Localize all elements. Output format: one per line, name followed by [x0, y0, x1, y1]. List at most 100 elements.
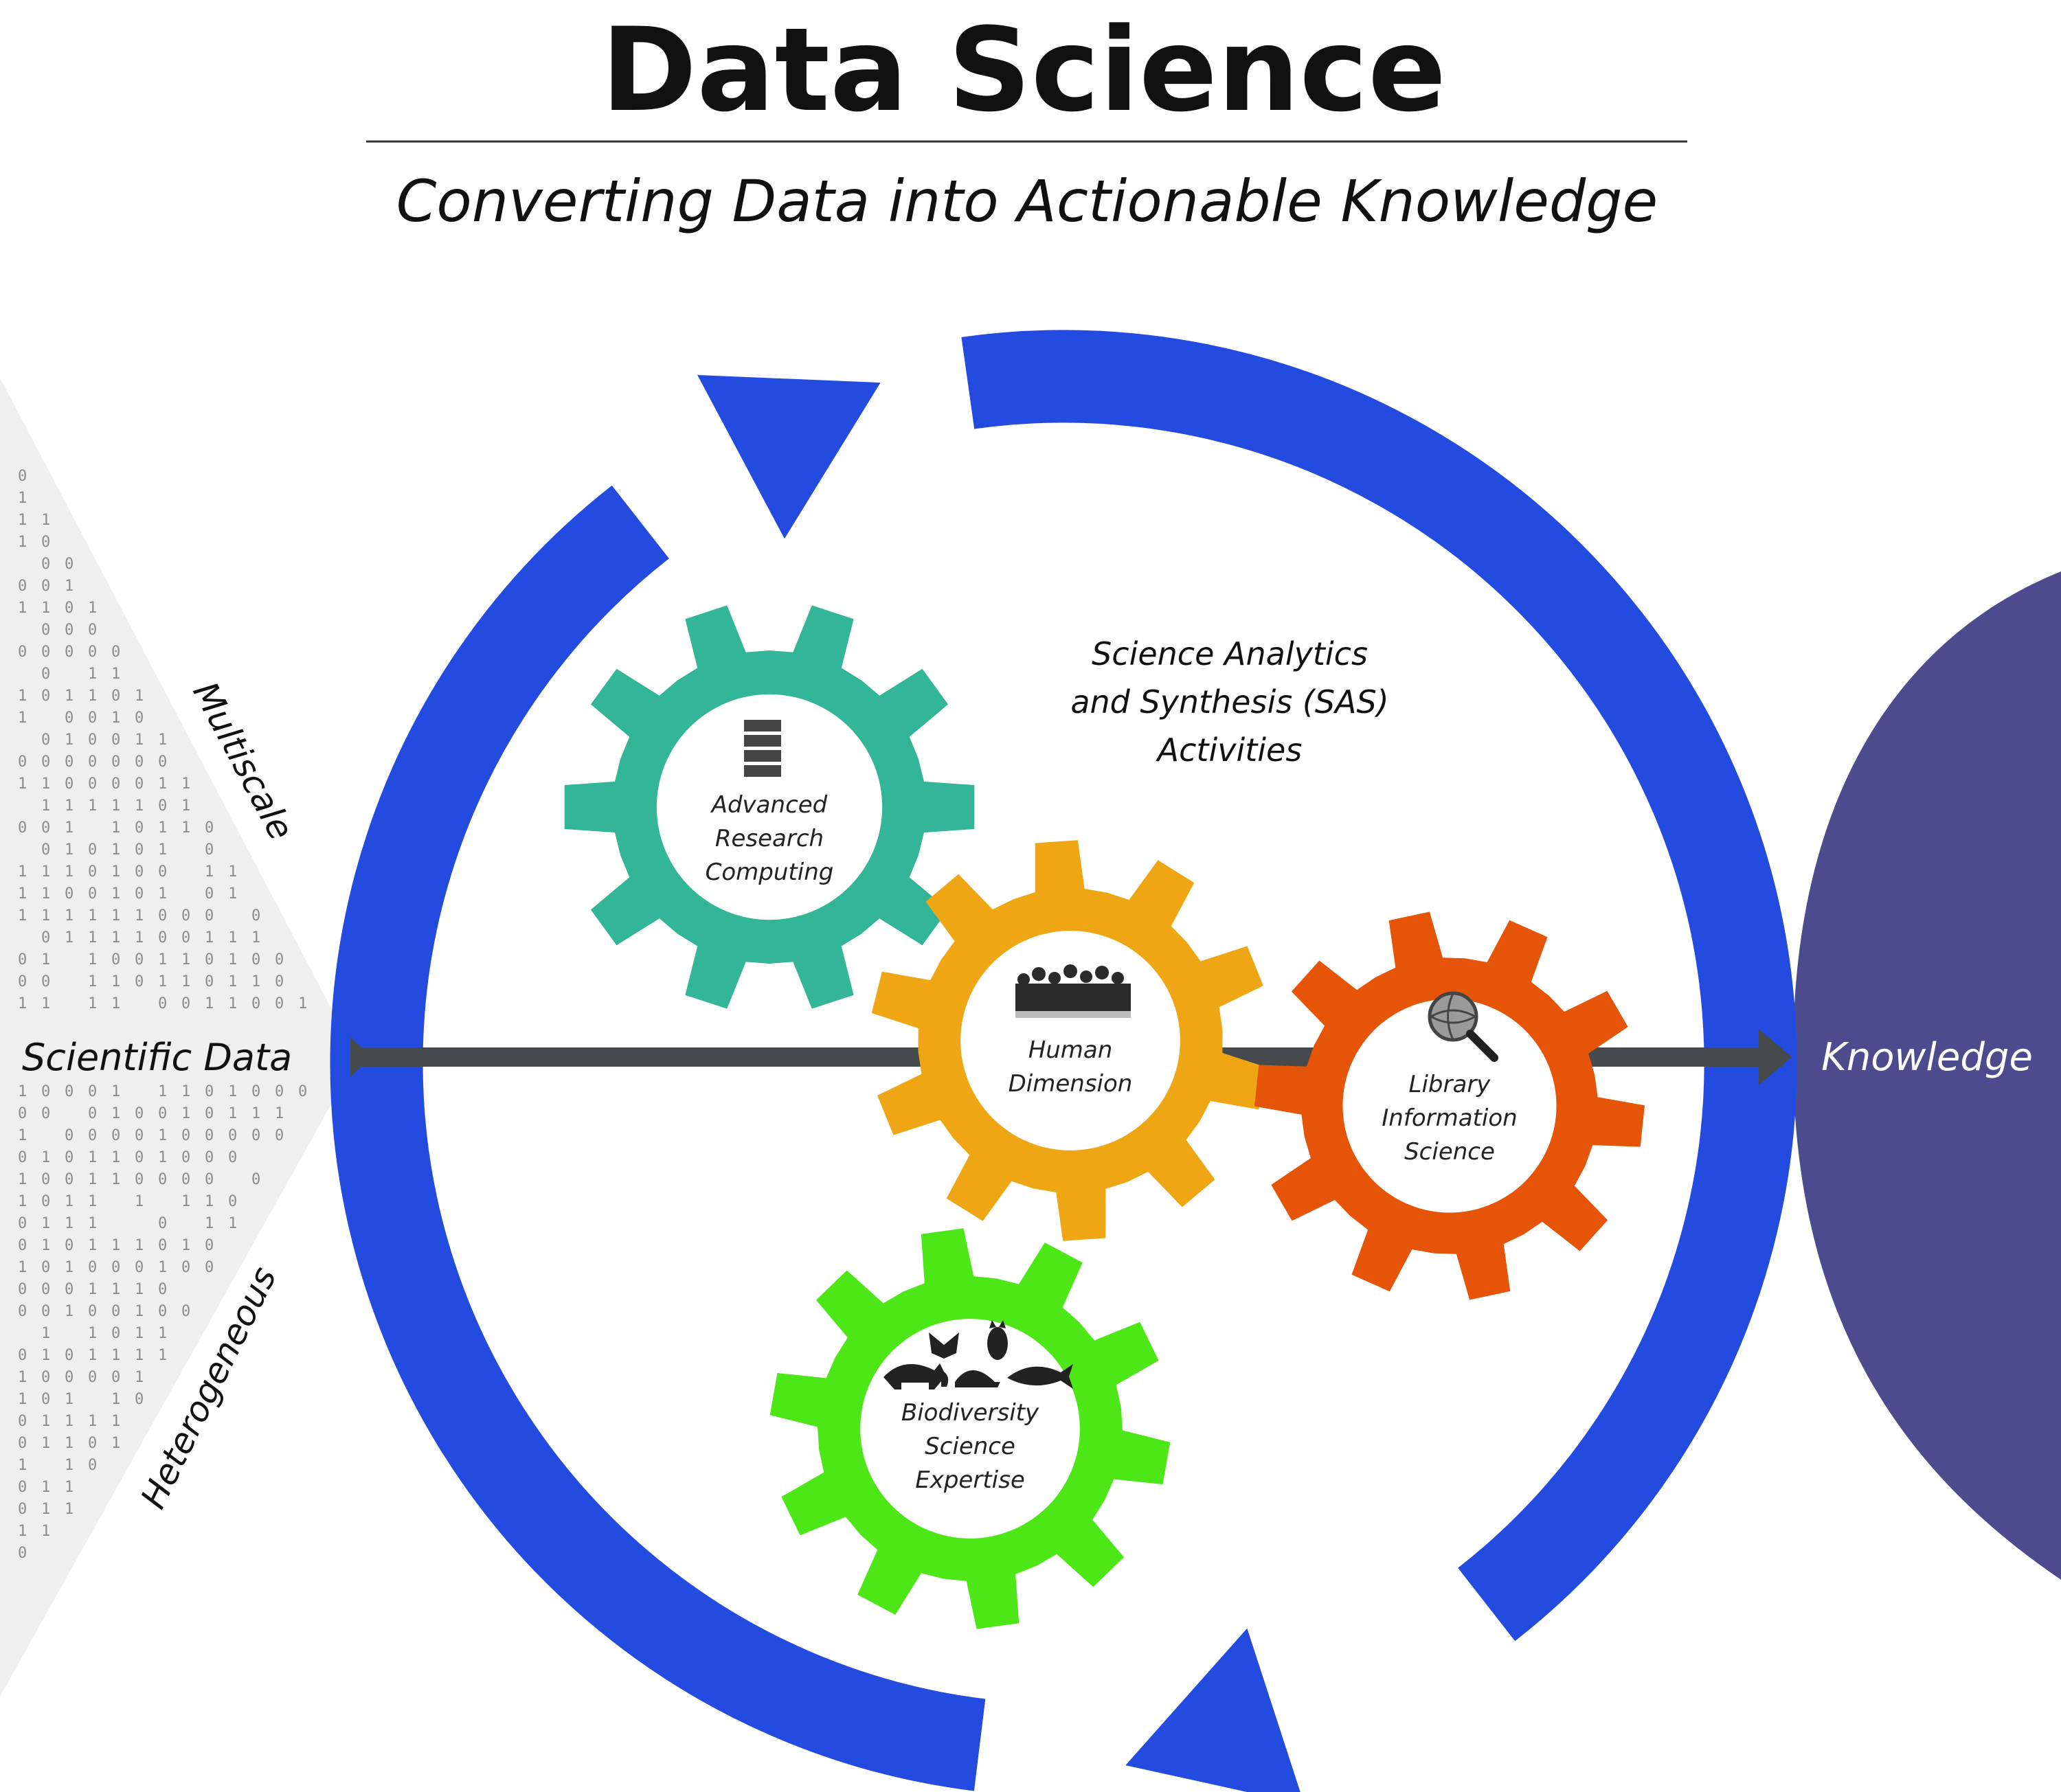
binary-digit: 1 [65, 1457, 74, 1474]
binary-digit: 0 [41, 1281, 50, 1298]
binary-digit: 0 [41, 578, 50, 595]
binary-digit: 1 [18, 1193, 27, 1210]
binary-digit: 1 [88, 1193, 97, 1210]
binary-digit: 1 [18, 885, 27, 903]
binary-digit: 0 [88, 1369, 97, 1386]
binary-digit: 0 [111, 753, 120, 771]
binary-digit: 0 [65, 753, 74, 771]
binary-digit: 1 [111, 1281, 120, 1298]
binary-digit: 0 [41, 556, 50, 573]
binary-digit: 1 [158, 1127, 167, 1144]
binary-digit: 0 [181, 1127, 190, 1144]
binary-digit: 0 [88, 710, 97, 727]
binary-digit: 1 [41, 1435, 50, 1452]
binary-digit: 1 [88, 951, 97, 968]
binary-digit: 1 [111, 907, 120, 925]
binary-digit: 0 [111, 1325, 120, 1342]
binary-digit: 0 [65, 775, 74, 793]
binary-digit: 0 [111, 1127, 120, 1144]
binary-digit: 0 [41, 1303, 50, 1320]
binary-digit: 0 [181, 929, 190, 946]
gear-human-dimension-content: Human Dimension [1009, 964, 1132, 1098]
binary-digit: 1 [111, 995, 120, 1012]
binary-digit: 1 [111, 1171, 120, 1188]
binary-digit: 1 [111, 1237, 120, 1254]
binary-digit: 0 [205, 841, 214, 859]
wedge-shape [0, 378, 357, 1697]
binary-digit: 1 [251, 1105, 260, 1122]
binary-digit: 0 [65, 644, 74, 661]
binary-digit: 0 [111, 775, 120, 793]
binary-digit: 1 [65, 1391, 74, 1408]
binary-digit: 0 [111, 1369, 120, 1386]
binary-digit: 0 [181, 1303, 190, 1320]
binary-digit: 0 [88, 1259, 97, 1276]
binary-digit: 1 [158, 731, 167, 749]
binary-digit: 1 [88, 797, 97, 815]
gear-label-line: Information [1382, 1104, 1517, 1132]
gear-arc [564, 605, 975, 1009]
binary-digit: 1 [41, 1501, 50, 1518]
binary-digit: 1 [158, 951, 167, 968]
binary-digit: 1 [65, 841, 74, 859]
binary-digit: 0 [41, 973, 50, 990]
binary-digit: 1 [181, 1237, 190, 1254]
gear-biodiversity-science-expertise-content: Biodiversity Science Expertise [883, 1320, 1073, 1494]
binary-digit: 0 [135, 1105, 144, 1122]
binary-digit: 1 [111, 797, 120, 815]
binary-digit: 0 [18, 1501, 27, 1518]
binary-digit: 1 [18, 512, 27, 529]
gear-label-line: Advanced [710, 791, 828, 819]
binary-digit: 1 [18, 1259, 27, 1276]
gear-hub [656, 694, 883, 920]
binary-digit: 0 [158, 863, 167, 881]
server-rack-icon [744, 720, 781, 777]
binary-digit: 0 [88, 1105, 97, 1122]
binary-digit: 0 [135, 710, 144, 727]
binary-digit: 1 [228, 885, 237, 903]
binary-digit: 1 [88, 1325, 97, 1342]
binary-digit: 0 [18, 1435, 27, 1452]
binary-digit: 1 [65, 1215, 74, 1232]
gear-library-information-science-content: Library Information Science [1382, 991, 1518, 1166]
binary-digit: 0 [205, 1105, 214, 1122]
binary-digit: 1 [205, 995, 214, 1012]
binary-digit: 0 [135, 885, 144, 903]
binary-digit: 1 [111, 841, 120, 859]
gear-label-line: Science [925, 1433, 1015, 1460]
binary-digit: 1 [18, 1523, 27, 1540]
binary-digit: 0 [135, 775, 144, 793]
binary-digit: 0 [18, 1479, 27, 1496]
binary-digit: 0 [251, 1171, 260, 1188]
cycle-arrowhead-top [697, 374, 881, 539]
binary-digit: 1 [158, 1325, 167, 1342]
binary-digit: 0 [18, 1303, 27, 1320]
binary-digit: 1 [18, 1127, 27, 1144]
binary-digit: 1 [18, 775, 27, 793]
flow-arrow-tail [350, 1037, 371, 1077]
binary-digit: 0 [88, 1127, 97, 1144]
binary-digit: 1 [298, 995, 307, 1012]
binary-digit: 1 [158, 841, 167, 859]
binary-digit: 1 [41, 885, 50, 903]
binary-digit: 1 [135, 1237, 144, 1254]
binary-digit: 1 [111, 819, 120, 837]
binary-digit: 0 [88, 753, 97, 771]
binary-digit: 0 [18, 819, 27, 837]
binary-digit: 1 [88, 1413, 97, 1430]
gear-label-line: Biodiversity [901, 1399, 1039, 1427]
cycle-arc-bottom [330, 485, 986, 1791]
binary-digit: 0 [135, 819, 144, 837]
binary-digit: 0 [65, 1083, 74, 1100]
binary-digit: 1 [41, 1347, 50, 1364]
binary-digit: 0 [41, 1193, 50, 1210]
binary-digit: 0 [88, 1083, 97, 1100]
binary-digit: 1 [158, 973, 167, 990]
binary-digit: 1 [135, 1281, 144, 1298]
binary-digit: 1 [41, 1413, 50, 1430]
binary-digit: 0 [41, 731, 50, 749]
binary-digit: 1 [88, 688, 97, 705]
binary-digit: 0 [228, 1149, 237, 1166]
binary-digit: 0 [41, 534, 50, 551]
scientific-data-label: Scientific Data [22, 1036, 292, 1079]
